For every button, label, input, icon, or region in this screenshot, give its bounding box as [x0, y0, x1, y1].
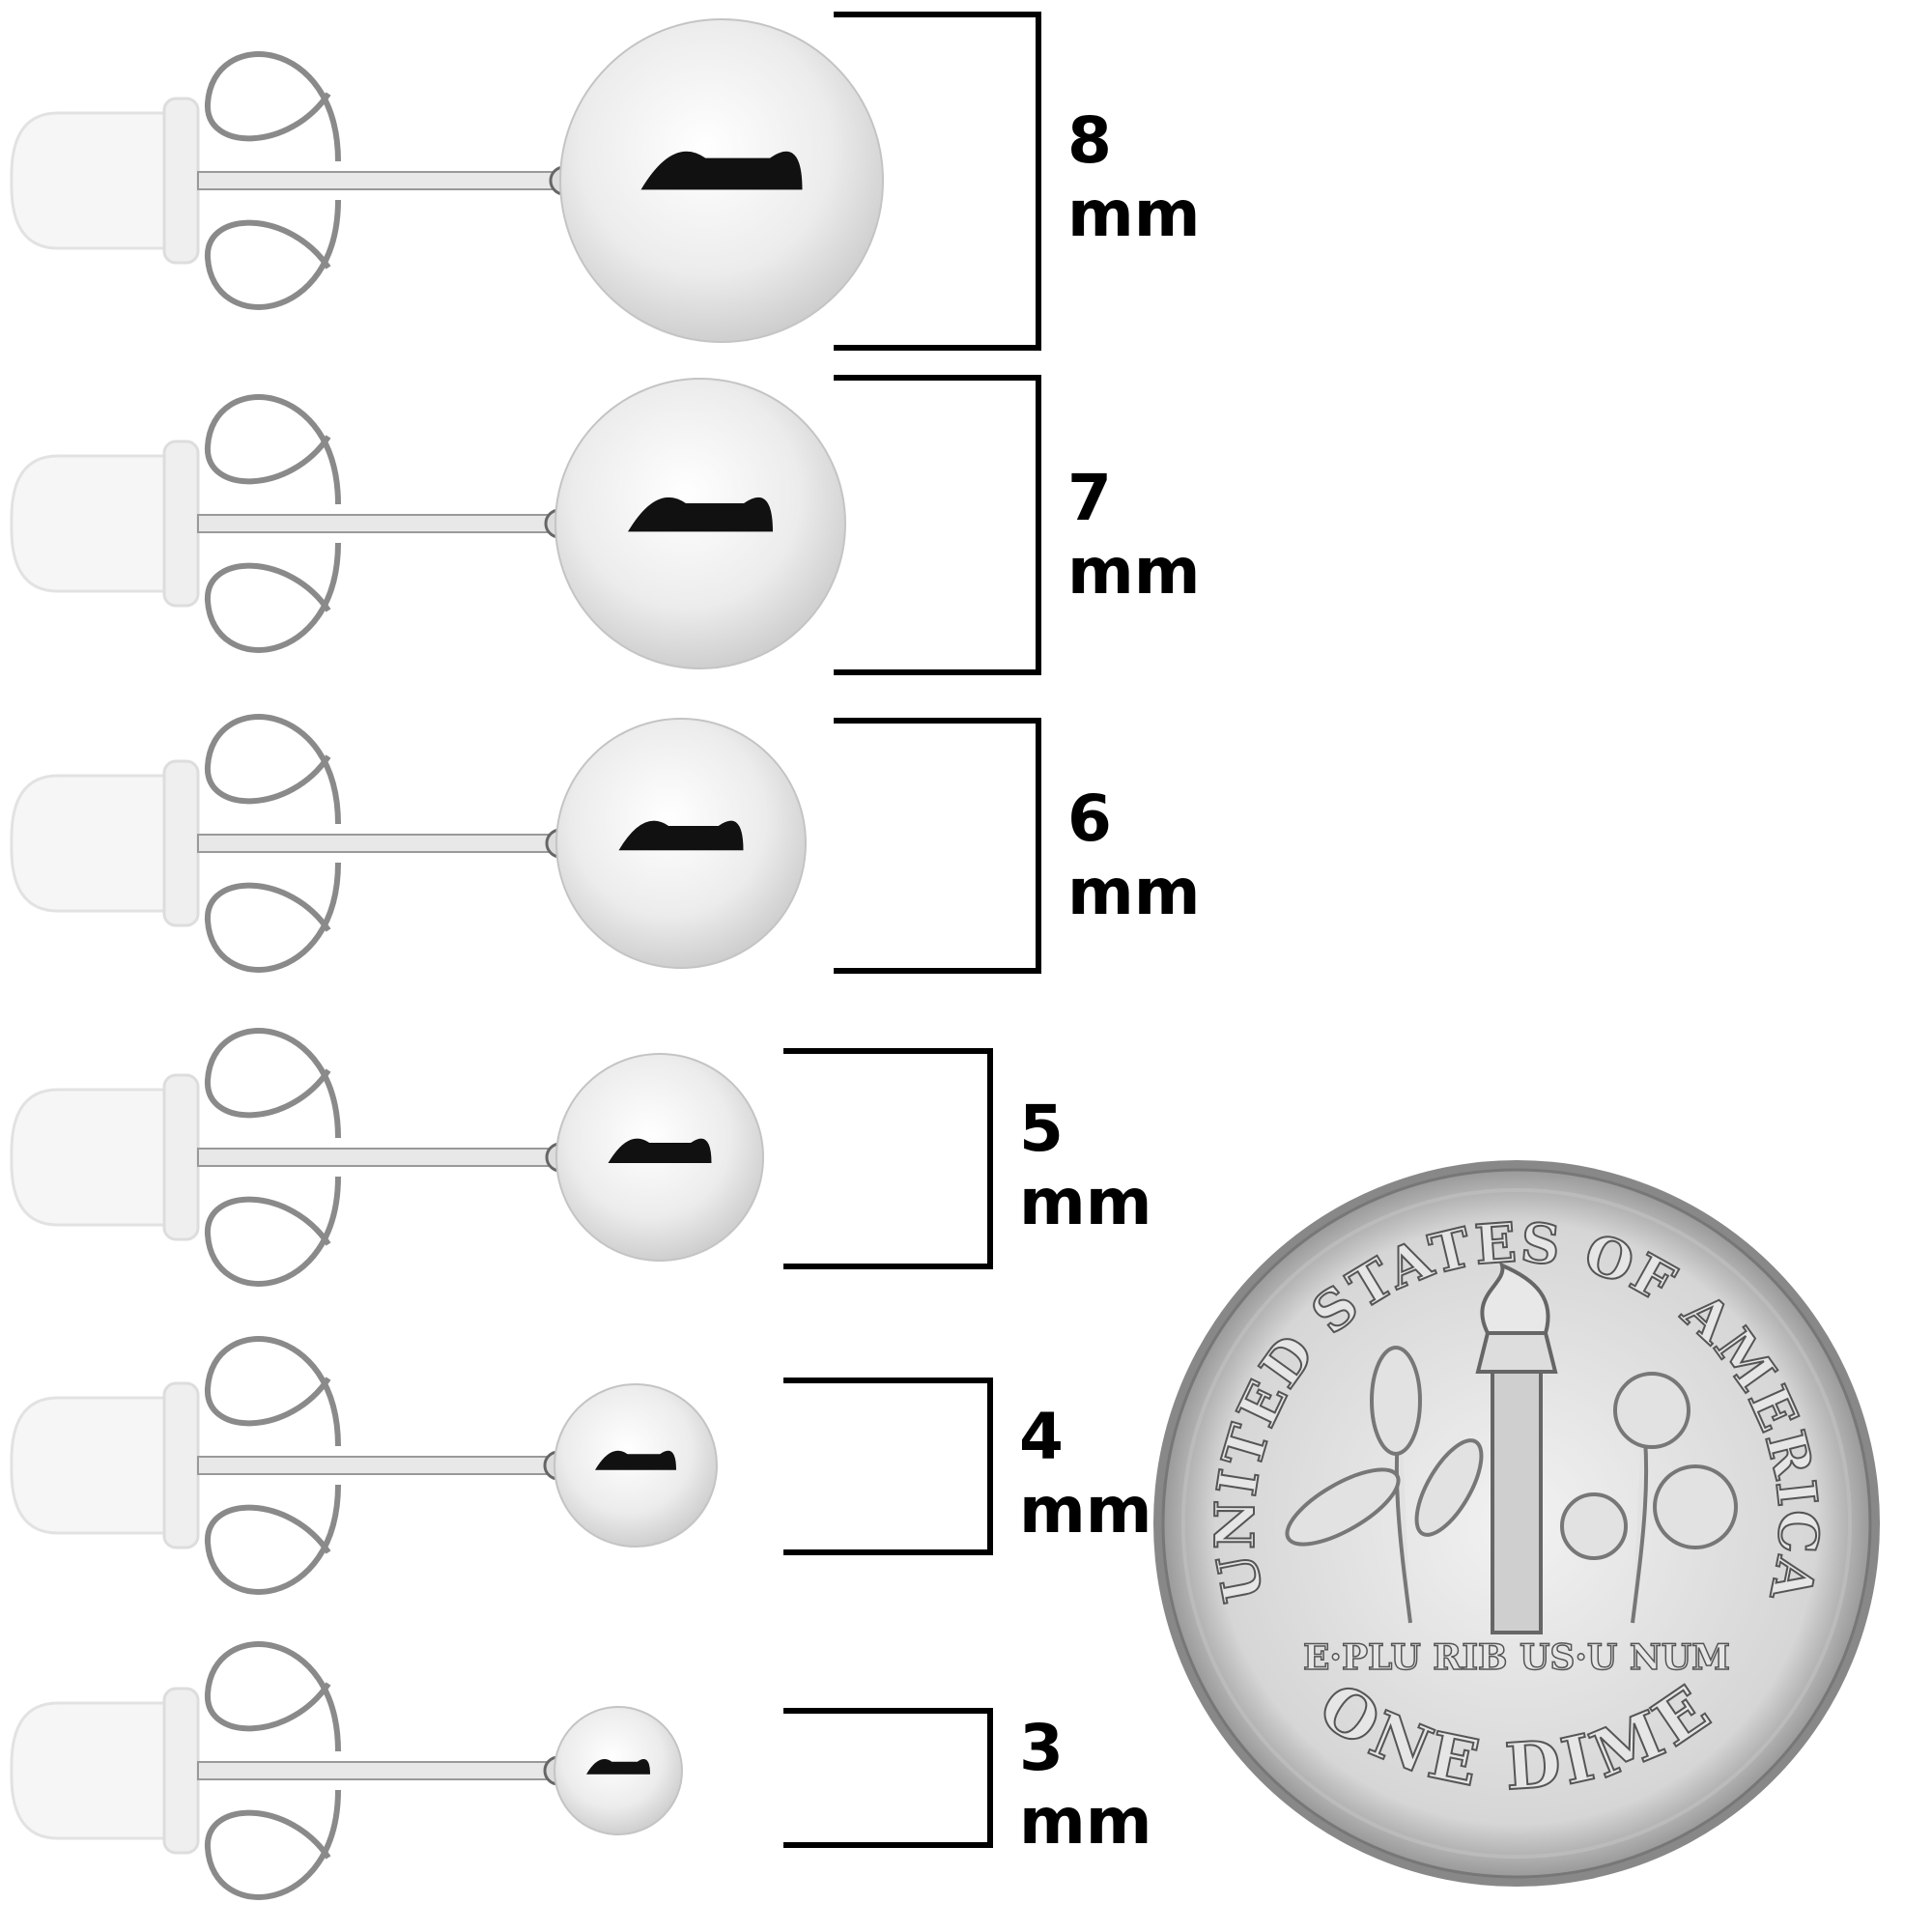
ball-reflection	[608, 1138, 712, 1163]
clutch-loop-top	[204, 1336, 341, 1447]
ball-reflection	[640, 151, 803, 190]
bracket-7mm	[834, 375, 1041, 675]
size-unit: mm	[1019, 1784, 1152, 1859]
size-unit: mm	[1067, 177, 1201, 251]
earring-6mm	[10, 714, 807, 973]
size-value: 5	[1019, 1092, 1064, 1166]
size-value: 6	[1067, 781, 1112, 856]
size-value: 4	[1019, 1400, 1064, 1474]
size-unit: mm	[1067, 534, 1201, 609]
dime-coin: UNITED STATES OF AMERICA E·PLU RIB US·U …	[1153, 1160, 1880, 1887]
size-value: 3	[1019, 1711, 1064, 1785]
silicone-back-flange	[162, 1687, 200, 1855]
silicone-back-flange	[162, 97, 200, 265]
oak-branch-icon	[1560, 1372, 1738, 1624]
ball-reflection	[586, 1759, 650, 1775]
post	[197, 834, 562, 853]
bracket-6mm	[834, 718, 1041, 974]
earring-8mm	[10, 18, 884, 343]
earring-4mm	[10, 1336, 718, 1595]
silicone-back	[10, 1701, 195, 1840]
post	[197, 514, 561, 533]
clutch-loop-top	[204, 1028, 341, 1139]
bracket-4mm	[783, 1378, 993, 1555]
silicone-back	[10, 1396, 195, 1535]
olive-branch-icon	[1285, 1346, 1484, 1624]
silicone-back	[10, 1088, 195, 1227]
silicone-back-flange	[162, 759, 200, 927]
post	[197, 1148, 562, 1167]
silicone-back-flange	[162, 1073, 200, 1241]
clutch-loop-bottom	[204, 1484, 341, 1595]
earring-5mm	[10, 1028, 764, 1287]
size-unit: mm	[1019, 1165, 1152, 1239]
size-value: 8	[1067, 103, 1112, 178]
coin-inner-rim	[1181, 1188, 1852, 1859]
torch-icon	[1475, 1262, 1558, 1634]
bracket-3mm	[783, 1708, 993, 1848]
earring-3mm	[10, 1641, 683, 1900]
size-unit: mm	[1019, 1473, 1152, 1548]
silicone-back	[10, 774, 195, 913]
clutch-loop-bottom	[204, 862, 341, 973]
clutch-loop-bottom	[204, 1176, 341, 1287]
silicone-back-flange	[162, 440, 200, 608]
earring-7mm	[10, 378, 846, 669]
clutch-loop-top	[204, 1641, 341, 1752]
clutch-loop-bottom	[204, 199, 341, 310]
ball-reflection	[618, 820, 744, 851]
coin-motto: E·PLU RIB US·U NUM	[1303, 1637, 1730, 1678]
size-unit: mm	[1067, 855, 1201, 929]
silicone-back-flange	[162, 1381, 200, 1549]
clutch-loop-top	[204, 51, 341, 162]
size-value: 7	[1067, 461, 1112, 535]
ball-reflection	[628, 497, 773, 532]
post	[197, 1761, 560, 1780]
silicone-back	[10, 454, 195, 593]
bracket-8mm	[834, 12, 1041, 351]
clutch-loop-top	[204, 394, 341, 505]
clutch-loop-bottom	[204, 542, 341, 653]
ball-reflection	[595, 1450, 676, 1470]
bracket-5mm	[783, 1048, 993, 1269]
silicone-back	[10, 111, 195, 250]
post	[197, 171, 566, 190]
post	[197, 1456, 560, 1475]
clutch-loop-top	[204, 714, 341, 825]
clutch-loop-bottom	[204, 1789, 341, 1900]
